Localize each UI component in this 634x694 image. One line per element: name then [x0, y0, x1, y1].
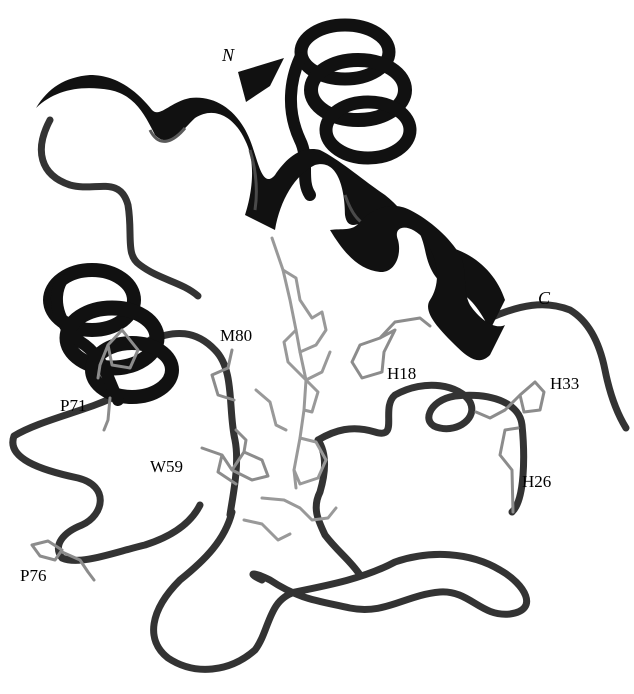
n-terminus-label: N: [222, 46, 234, 64]
helix-ribbons: [36, 25, 505, 400]
helix-p71-segment: [50, 270, 172, 400]
sidechain-h26: [500, 428, 518, 512]
residue-label-h26: H26: [522, 473, 551, 490]
coil-left-lower: [13, 395, 200, 560]
residue-label-h33: H33: [550, 375, 579, 392]
helix-n-terminal: [291, 25, 410, 195]
coil-bottom-lobe: [154, 512, 527, 669]
coil-center-descent: [316, 440, 360, 575]
residue-label-p76: P76: [20, 567, 46, 584]
residue-label-w59: W59: [150, 458, 183, 475]
c-terminus-label: C: [538, 289, 550, 307]
residue-label-m80: M80: [220, 327, 252, 344]
residue-label-h18: H18: [387, 365, 416, 382]
residue-label-p71: P71: [60, 397, 86, 414]
n-terminus-arrow: [238, 58, 284, 102]
coil-right-loop: [318, 385, 524, 512]
